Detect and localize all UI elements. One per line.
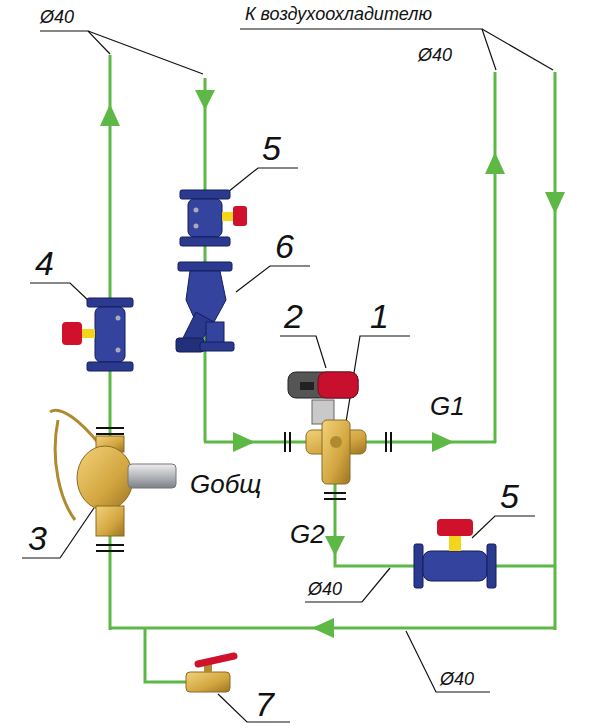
flow-arrow [233,432,255,452]
ball-valve [186,656,234,692]
leader-line [228,168,298,192]
flow-arrows [100,90,565,638]
dimension-label: Ø40 [308,580,342,600]
leader-line [88,31,203,74]
leader-line [30,283,90,302]
strainer [176,262,234,352]
pipe [204,78,207,442]
leader-lines [22,29,553,722]
callout-number: 6 [275,228,294,265]
leader-line [218,694,290,722]
dimension-label: Ø40 [440,670,474,690]
leader-line [482,29,553,70]
dimension-label: Ø40 [40,8,74,28]
flow-label: G1 [430,392,465,421]
actuator [288,372,358,398]
flow-arrow [485,152,505,174]
pipes [109,55,556,682]
pressure-regulator [50,410,176,536]
pipe [494,72,497,443]
flow-arrow [195,90,215,110]
pipe [335,450,556,566]
callout-number: 2 [284,298,303,335]
flow-label: Gобщ [190,470,261,499]
destination-label: К воздухоохладителю [245,5,432,25]
dimension-label: Ø40 [418,46,452,66]
callout-number: 5 [500,478,519,515]
callout-number: 3 [28,520,47,557]
flow-arrow [100,104,120,126]
leader-line [22,508,94,558]
callout-number: 5 [262,130,281,167]
flow-arrow [545,192,565,214]
flow-arrow [312,618,334,638]
leader-line [236,266,310,292]
flow-arrow [432,432,454,452]
leader-line [305,568,390,602]
three-way-valve [306,400,366,484]
leader-line [472,516,535,538]
leader-line [280,336,326,368]
callout-number: 1 [370,298,389,335]
leader-line [40,31,110,54]
pipe [554,72,557,630]
balancing-valve [414,519,496,588]
balancing-valve [180,190,247,246]
shutoff-valve [62,298,133,371]
leader-line [240,29,496,70]
callout-number: 7 [255,686,274,723]
flow-label: G2 [290,520,325,549]
callout-number: 4 [35,245,54,282]
flow-arrow [325,536,345,556]
leader-line [406,631,490,692]
